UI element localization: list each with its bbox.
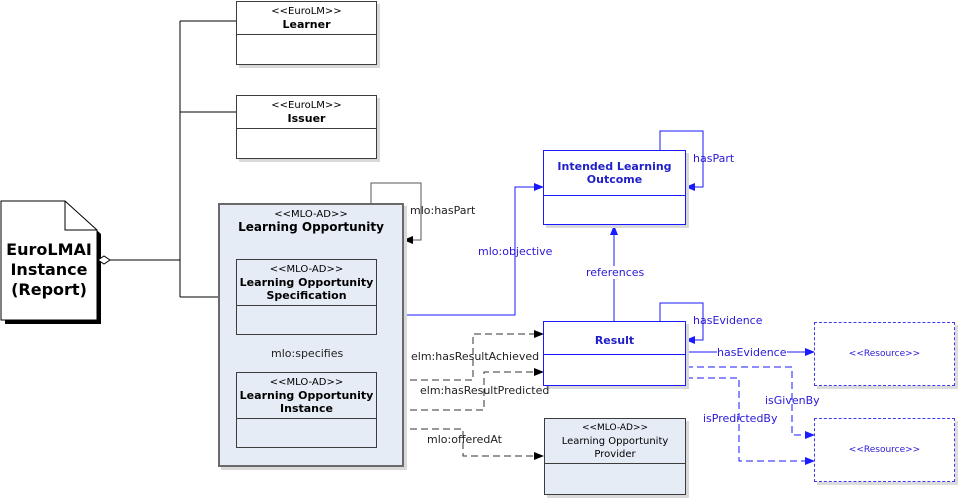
label-hasresultachieved: elm:hasResultAchieved (411, 350, 540, 363)
compartment-divider (237, 305, 376, 306)
class-name-line: Provider (594, 449, 636, 460)
label-references: references (586, 266, 645, 279)
stereotype-label: <<EuroLM>> (271, 6, 342, 17)
ilo-haspart-connector (659, 130, 704, 191)
class-name-line: Intended Learning (557, 160, 672, 173)
report-title-line: (Report) (11, 280, 87, 299)
class-name-line: Instance (280, 402, 333, 415)
resource-box[interactable]: <<Resource>> (814, 322, 955, 386)
resource-stereotype: <<Resource>> (848, 349, 921, 359)
class-name: Issuer (287, 112, 326, 125)
label-hasevidence: hasEvidence (717, 346, 787, 359)
hasresultachieved-connector (377, 330, 544, 381)
class-name-line: Outcome (586, 173, 643, 186)
resource-stereotype: <<Resource>> (848, 445, 921, 455)
report-title: EuroLMAI Instance (Report) (1, 240, 97, 300)
report-title-line: EuroLMAI (6, 240, 92, 259)
stereotype-label: <<MLO-AD>> (581, 423, 649, 433)
label-hasresultpredicted: elm:hasResultPredicted (420, 384, 550, 397)
class-name-line: Learning Opportunity (239, 389, 374, 402)
lo-haspart-connector (370, 182, 422, 244)
result-hasevidence-self-connector (659, 302, 704, 344)
report-title-line: Instance (10, 260, 88, 279)
stereotype-label: <<MLO-AD>> (269, 377, 344, 388)
label-lo-haspart: mlo:hasPart (410, 204, 476, 217)
compartment-divider (544, 354, 685, 355)
class-name-line: Learning Opportunity (239, 276, 374, 289)
resource-box[interactable]: <<Resource>> (814, 418, 955, 482)
class-issuer[interactable]: <<EuroLM>>Issuer (236, 95, 377, 159)
stereotype-label: <<MLO-AD>> (269, 264, 344, 275)
objective-connector (377, 183, 544, 316)
offeredat-connector (377, 428, 544, 460)
label-specifies: mlo:specifies (271, 347, 344, 360)
label-isgivenby: isGivenBy (765, 394, 820, 407)
stereotype-label: <<EuroLM>> (271, 100, 342, 111)
label-offeredat: mlo:offeredAt (427, 433, 502, 446)
ispredictedby-connector (686, 377, 815, 465)
stereotype-label: <<MLO-AD>> (274, 209, 348, 220)
label-ilo-haspart: hasPart (693, 152, 735, 165)
report-document[interactable] (0, 200, 101, 324)
class-name: Result (594, 334, 635, 347)
class-name-line: Specification (266, 289, 347, 302)
class-learner[interactable]: <<EuroLM>>Learner (236, 1, 377, 65)
class-name-line: Learning Opportunity (561, 436, 669, 447)
class-name: Learning Opportunity (238, 220, 384, 234)
compartment-divider (237, 128, 376, 129)
hasresultpredicted-connector (377, 368, 544, 411)
label-ispredictedby: isPredictedBy (703, 412, 778, 425)
compartment-divider (237, 34, 376, 35)
compartment-divider (544, 195, 685, 196)
class-name: Learner (282, 18, 331, 31)
compartment-divider (237, 418, 376, 419)
aggregation-connector (97, 20, 237, 298)
label-result-hasevidence-self: hasEvidence (693, 314, 763, 327)
class-result[interactable]: Result (543, 321, 686, 386)
compartment-divider (545, 463, 685, 464)
label-objective: mlo:objective (478, 245, 553, 258)
